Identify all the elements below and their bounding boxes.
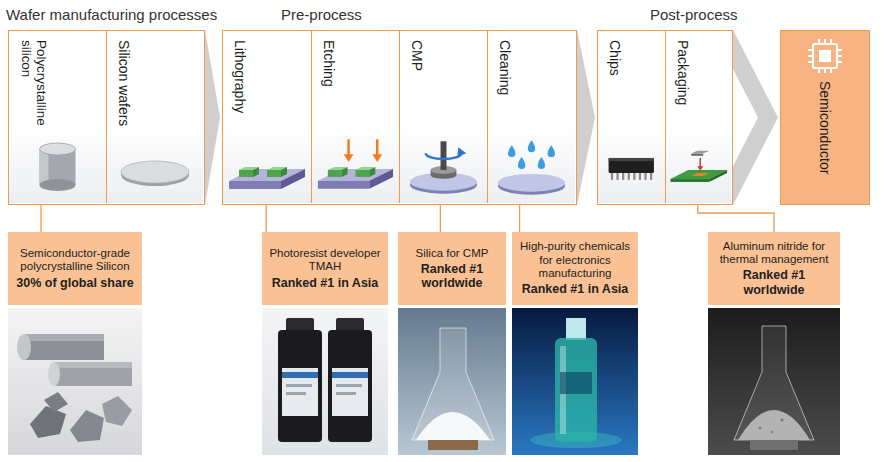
leader-line xyxy=(40,203,41,232)
process-group: Pre-processLithographyEtchingCMPCleaning xyxy=(222,30,577,205)
step-label: Lithography xyxy=(232,40,248,113)
step-icon xyxy=(9,137,106,197)
step-icon xyxy=(666,137,732,197)
process-step: Packaging xyxy=(665,31,732,203)
step-label: Chips xyxy=(607,40,623,76)
group-heading: Wafer manufacturing processes xyxy=(6,6,217,23)
leader-line xyxy=(698,203,774,232)
chip-icon xyxy=(781,39,869,73)
product-callout: Semiconductor-grade polycrystalline Sili… xyxy=(8,232,142,305)
callout-text: Semiconductor-grade polycrystalline Sili… xyxy=(12,247,138,273)
callout-text: Aluminum nitride for thermal management xyxy=(712,240,836,266)
aluminum-nitride-photo xyxy=(708,308,840,455)
step-icon xyxy=(488,137,575,197)
callout-highlight: Ranked #1 worldwide xyxy=(712,268,836,297)
group-heading: Post-process xyxy=(650,6,738,23)
step-icon xyxy=(223,137,311,197)
leader-line xyxy=(519,203,520,232)
step-label: Semiconductor xyxy=(817,81,833,174)
step-icon xyxy=(312,137,399,197)
silica-photo xyxy=(398,308,506,455)
step-icon xyxy=(107,137,203,197)
step-icon xyxy=(598,137,665,197)
process-step: Polycrystalline silicon xyxy=(9,31,106,203)
process-step: CMP xyxy=(399,31,487,203)
developer-photo xyxy=(262,308,388,455)
product-box: Semiconductor xyxy=(780,30,870,205)
group-heading: Pre-process xyxy=(281,6,362,23)
step-label: Etching xyxy=(321,40,337,87)
process-step: Silicon wafers xyxy=(106,31,203,203)
process-group: Wafer manufacturing processesPolycrystal… xyxy=(8,30,205,205)
callout-highlight: Ranked #1 in Asia xyxy=(272,276,379,290)
process-step: Cleaning xyxy=(487,31,575,203)
step-label: CMP xyxy=(409,40,425,71)
leader-line xyxy=(265,203,266,232)
product-callout: Photoresist developer TMAH Ranked #1 in A… xyxy=(262,232,388,305)
callout-text: Silica for CMP xyxy=(416,247,489,260)
chemicals-photo xyxy=(512,308,638,455)
leader-line xyxy=(440,203,441,232)
product-callout: High-purity chemicals for electronics ma… xyxy=(512,232,638,305)
callout-highlight: Ranked #1 in Asia xyxy=(522,282,629,296)
step-label: Polycrystalline silicon xyxy=(18,40,49,137)
process-step: Chips xyxy=(598,31,665,203)
step-label: Packaging xyxy=(674,40,690,105)
step-label: Cleaning xyxy=(497,40,513,95)
callout-text: High-purity chemicals for electronics ma… xyxy=(516,240,634,280)
process-step: Lithography xyxy=(223,31,311,203)
product-callout: Aluminum nitride for thermal managementR… xyxy=(708,232,840,305)
process-group: Post-processChipsPackaging xyxy=(597,30,733,205)
step-label: Silicon wafers xyxy=(116,40,132,126)
polysilicon-photo xyxy=(8,308,142,455)
callout-text: Photoresist developer TMAH xyxy=(266,247,384,273)
callout-highlight: Ranked #1 worldwide xyxy=(402,262,502,291)
process-step: Etching xyxy=(311,31,399,203)
product-callout: Silica for CMP Ranked #1 worldwide xyxy=(398,232,506,305)
callout-highlight: 30% of global share xyxy=(16,276,133,290)
step-icon xyxy=(400,137,487,197)
